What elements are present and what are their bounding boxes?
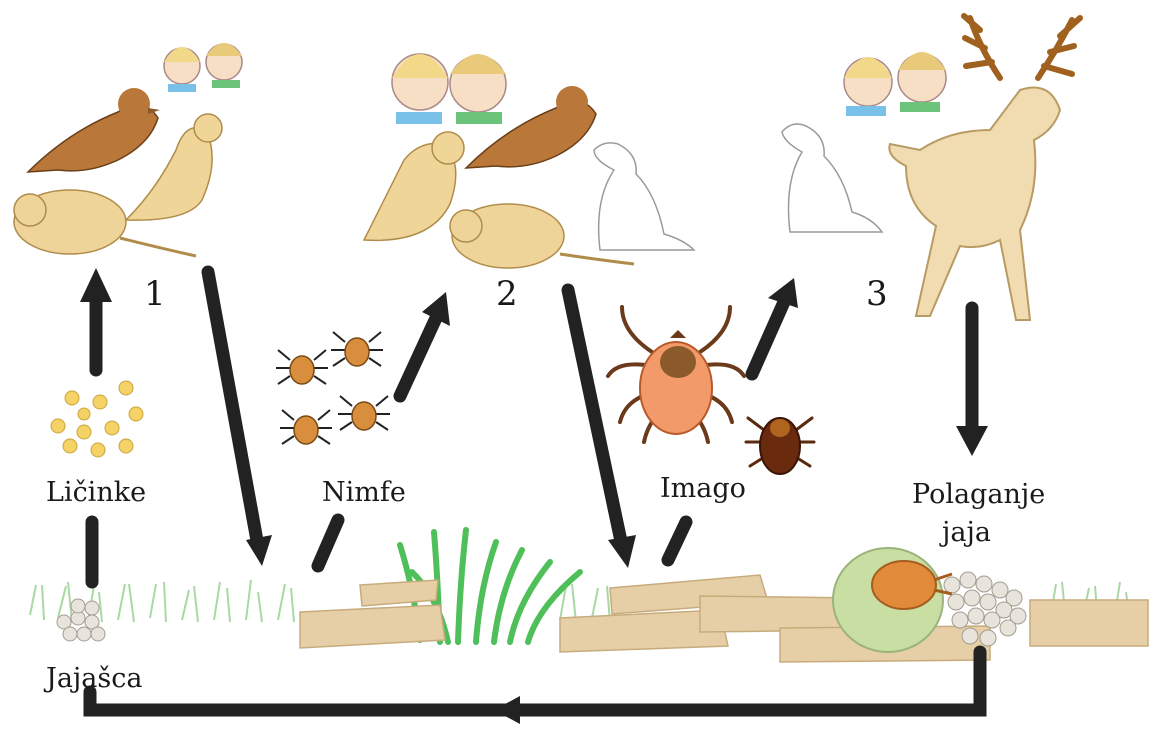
label-polaganje-line2: jaja [939, 517, 991, 548]
nymph-dash [318, 520, 338, 566]
dog-3 [782, 124, 882, 232]
stage3-down-arrowhead [956, 426, 988, 456]
stage1-down-arrow [208, 272, 258, 546]
stage2-down-arrowhead [608, 535, 636, 568]
bird-1 [28, 88, 160, 172]
ground [30, 530, 1148, 662]
chipmunk-2 [364, 132, 464, 240]
host-group-3 [782, 16, 1080, 320]
stage-number-1: 1 [144, 274, 166, 314]
host-group-2 [364, 54, 694, 268]
nymphs-group [276, 332, 390, 444]
child-faces-1 [164, 43, 242, 92]
egg-cluster-left [57, 599, 105, 641]
adult-ticks [608, 307, 814, 474]
imago-up-arrow [752, 302, 784, 374]
stage-number-2: 2 [496, 274, 518, 314]
child-faces-3 [844, 52, 946, 116]
stage2-down-arrow [568, 290, 622, 546]
label-nimfe: Nimfe [322, 477, 406, 508]
label-licinke: Ličinke [46, 477, 146, 508]
label-jajasca: Jajašca [43, 663, 142, 694]
larvae-group [51, 381, 143, 457]
host-group-1 [14, 43, 242, 256]
nymph-up-arrow [400, 318, 436, 396]
label-imago: Imago [660, 473, 746, 504]
larvae-up-arrowhead [80, 268, 112, 302]
imago-dash [668, 522, 686, 560]
stage-number-3: 3 [866, 274, 888, 314]
label-polaganje-line1: Polaganje [912, 479, 1045, 510]
stage1-down-arrowhead [246, 535, 272, 566]
bottom-arrowhead [494, 696, 520, 724]
dog-2 [594, 143, 694, 250]
child-faces-2 [392, 54, 506, 124]
